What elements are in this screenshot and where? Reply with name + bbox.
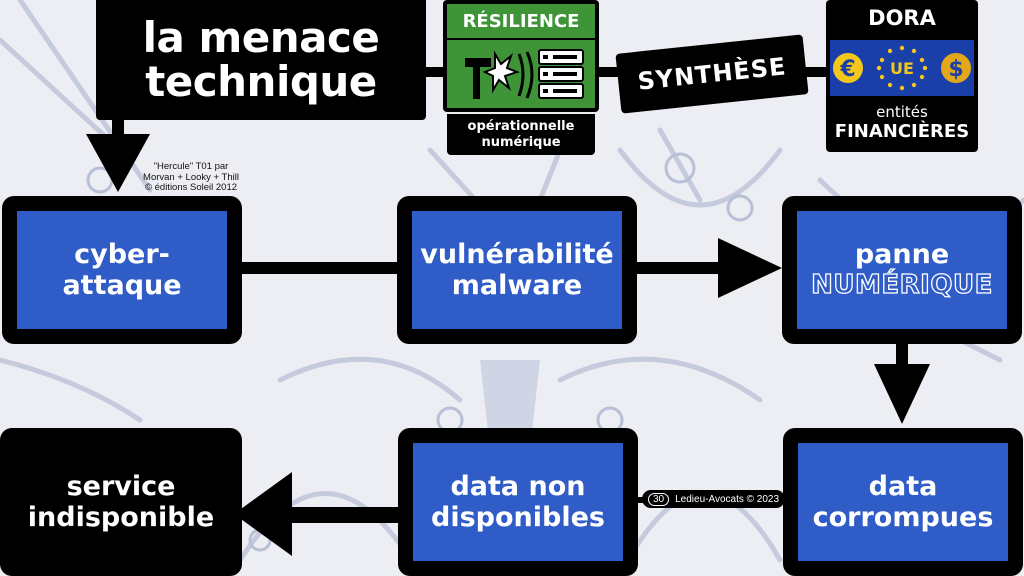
node-data-non-disponibles: data non disponibles xyxy=(398,428,638,576)
node-cyberattaque-line1: cyber- xyxy=(74,239,170,270)
node-data-corrompues: data corrompues xyxy=(783,428,1023,576)
dollar-coin-icon xyxy=(941,53,971,83)
comic-credit: "Hercule" T01 par Morvan + Looky + Thill… xyxy=(130,161,252,194)
node-data-corrompues-line1: data xyxy=(868,471,938,502)
resilience-sub-line1: opérationnelle xyxy=(467,118,575,134)
resilience-icons xyxy=(447,40,595,108)
node-vulnerabilite-line2: malware xyxy=(451,270,583,301)
slide-footer: 30 Ledieu-Avocats © 2023 xyxy=(642,490,786,508)
dora-sub-line2: FINANCIÈRES xyxy=(834,121,970,142)
title-line1: la menace xyxy=(142,13,380,62)
node-vulnerabilite: vulnérabilité malware xyxy=(397,196,637,344)
node-panne-numerique: panne NUMÉRIQUE xyxy=(782,196,1022,344)
hammer-icon xyxy=(465,58,491,99)
page-number: 30 xyxy=(648,492,670,506)
dora-title: DORA xyxy=(868,6,936,30)
resilience-panel: RÉSILIENCE xyxy=(443,0,599,112)
title-box: la menace technique xyxy=(96,0,426,120)
title-line2: technique xyxy=(145,57,377,106)
credit-line3: © éditions Soleil 2012 xyxy=(144,182,238,193)
synthese-text: SYNTHÈSE xyxy=(636,52,788,96)
credit-line2: Morvan + Looky + Thill xyxy=(143,171,239,183)
node-cyberattaque: cyber- attaque xyxy=(2,196,242,344)
resilience-subtitle: opérationnelle numérique xyxy=(447,114,595,155)
node-panne-line2: NUMÉRIQUE xyxy=(811,269,993,300)
resilience-label: RÉSILIENCE xyxy=(447,4,595,38)
credit-line1: "Hercule" T01 par xyxy=(153,161,229,172)
eu-stars-icon xyxy=(876,45,928,91)
footer-copyright: Ledieu-Avocats © 2023 xyxy=(675,493,780,505)
eu-flag: € UE $ xyxy=(830,40,974,96)
node-service-line2: indisponible xyxy=(27,502,215,533)
dora-subtitle: entités FINANCIÈRES xyxy=(826,102,978,142)
euro-symbol: € xyxy=(839,57,855,82)
dora-box: DORA € UE $ entités FINANCIÈRES xyxy=(826,0,978,152)
resilience-box: RÉSILIENCE xyxy=(443,0,599,155)
waves-icon xyxy=(517,51,534,99)
node-data-corrompues-line2: corrompues xyxy=(812,502,994,533)
server-icon xyxy=(538,49,584,99)
node-panne-line1: panne xyxy=(854,239,950,270)
node-data-non-disponibles-line2: disponibles xyxy=(431,502,605,533)
euro-coin-icon xyxy=(833,53,863,83)
resilience-sub-line2: numérique xyxy=(481,134,561,150)
node-cyberattaque-line2: attaque xyxy=(62,270,182,301)
node-service-line1: service xyxy=(66,471,176,502)
node-data-non-disponibles-line1: data non xyxy=(450,471,586,502)
impact-icon xyxy=(482,50,520,94)
dollar-symbol: $ xyxy=(948,57,963,82)
node-service-indisponible: service indisponible xyxy=(0,428,242,576)
eu-label: UE xyxy=(890,59,914,78)
dora-sub-line1: entités xyxy=(876,103,928,121)
node-vulnerabilite-line1: vulnérabilité xyxy=(420,239,614,270)
